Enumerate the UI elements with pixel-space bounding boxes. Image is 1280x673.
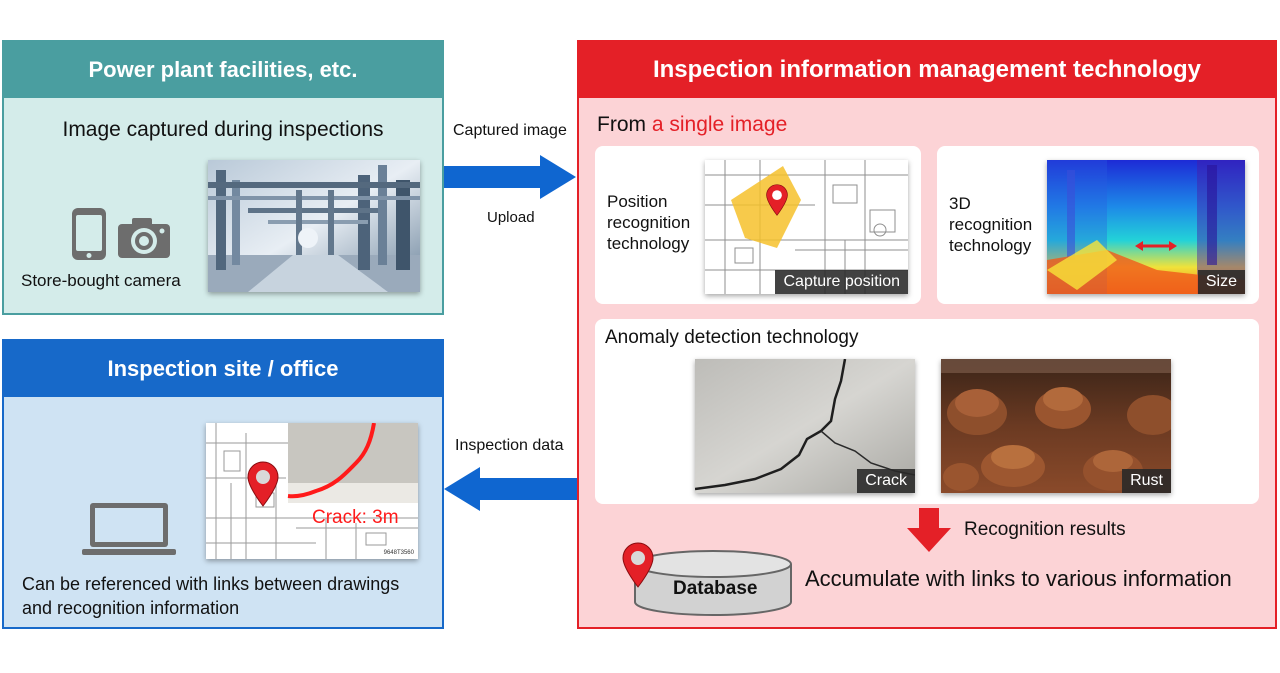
site-title: Inspection site / office — [107, 356, 339, 381]
size-tag: Size — [1197, 270, 1245, 294]
power-plant-panel: Power plant facilities, etc. Image captu… — [2, 40, 444, 315]
captured-image-label: Captured image — [453, 122, 567, 139]
inspection-data-arrow — [444, 467, 578, 516]
site-header: Inspection site / office — [4, 341, 442, 397]
smartphone-icon — [70, 206, 108, 267]
position-card: Position recognition technology — [595, 146, 921, 304]
power-plant-subtitle: Image captured during inspections — [62, 118, 384, 141]
site-drawing-image: Crack: 3m 9648T3560 — [206, 423, 418, 559]
from-prefix: From — [597, 113, 646, 136]
rust-photo: Rust — [941, 359, 1171, 493]
capture-position-tag: Capture position — [775, 270, 908, 294]
single-image-heading: From a single image — [597, 113, 787, 137]
recognition3d-line2: recognition — [949, 215, 1033, 234]
recognition3d-line1: 3D — [949, 194, 971, 213]
camera-label: Store-bought camera — [21, 271, 181, 290]
drawing-id: 9648T3560 — [383, 550, 414, 556]
camera-icon — [116, 216, 172, 265]
site-caption-line2: and recognition information — [22, 598, 240, 618]
depth-map-image: Size — [1047, 160, 1245, 294]
recognition-results-arrow — [907, 508, 951, 557]
management-title: Inspection information management techno… — [652, 56, 1202, 83]
anomaly-card: Anomaly detection technology Crack — [595, 319, 1259, 504]
recognition-results-label: Recognition results — [964, 519, 1126, 540]
position-line3: technology — [607, 234, 690, 253]
rust-tag: Rust — [1122, 469, 1171, 493]
map-pin-icon — [246, 461, 280, 512]
inspection-data-label: Inspection data — [455, 437, 564, 454]
single-image-highlight: a single image — [651, 113, 788, 136]
crack-tag: Crack — [857, 469, 915, 493]
recognition3d-card: 3D recognition technology — [937, 146, 1259, 304]
position-pin-icon — [765, 184, 789, 221]
position-line2: recognition — [607, 213, 691, 232]
plant-photo — [208, 160, 420, 292]
power-plant-title: Power plant facilities, etc. — [88, 57, 358, 82]
accumulate-text: Accumulate with links to various informa… — [805, 566, 1232, 591]
position-drawing-image: Capture position — [705, 160, 908, 294]
management-header: Inspection information management techno… — [579, 42, 1275, 98]
position-line1: Position — [607, 192, 668, 211]
site-panel: Inspection site / office Crac — [2, 339, 444, 629]
anomaly-title: Anomaly detection technology — [605, 327, 859, 348]
upload-label: Upload — [487, 209, 535, 226]
management-panel: Inspection information management techno… — [577, 40, 1277, 629]
site-caption-line1: Can be referenced with links between dra… — [22, 574, 400, 594]
crack-measure-label: Crack: 3m — [312, 507, 399, 528]
recognition3d-line3: technology — [949, 236, 1032, 255]
laptop-icon — [82, 501, 176, 562]
database-label: Database — [673, 578, 758, 599]
power-plant-header: Power plant facilities, etc. — [4, 42, 442, 98]
database-pin-icon — [621, 542, 655, 593]
upload-arrow — [444, 155, 578, 204]
crack-photo: Crack — [695, 359, 915, 493]
